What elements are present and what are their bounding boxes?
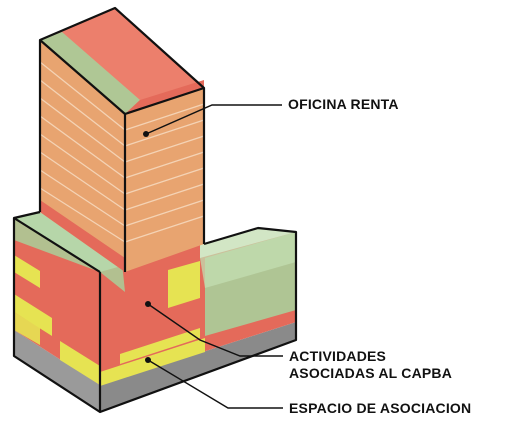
building-outline <box>12 6 298 414</box>
tower-left-lower-red <box>40 200 125 272</box>
label-activities: ACTIVIDADES ASOCIADAS AL CAPBA <box>289 348 452 382</box>
leader-activities-dot <box>145 301 151 307</box>
activities-band-front-1 <box>168 261 200 308</box>
tower-floor-lines <box>39 61 205 243</box>
leader-association <box>147 359 283 409</box>
activities-band-left-1 <box>14 255 40 288</box>
leader-association-dot <box>145 357 151 363</box>
label-activities-line1: ACTIVIDADES <box>289 348 387 364</box>
ground-floor-front-face <box>100 322 296 412</box>
leader-activities <box>147 303 283 357</box>
label-office: OFICINA RENTA <box>288 96 399 113</box>
label-association-text: ESPACIO DE ASOCIACION <box>289 400 472 416</box>
leader-office-dot <box>143 131 149 137</box>
label-office-text: OFICINA RENTA <box>288 96 399 112</box>
leader-lines <box>145 104 283 409</box>
tower-front-face <box>125 88 204 272</box>
ground-floor-left-face <box>14 330 100 412</box>
activities-band-left-3 <box>60 341 100 385</box>
tower-left-face <box>40 40 125 272</box>
tower-top <box>40 8 204 114</box>
glass-volume-top <box>200 228 296 288</box>
tower-crown-front <box>125 80 204 114</box>
activities-band-front-3 <box>120 328 200 364</box>
label-activities-line2: ASOCIADAS AL CAPBA <box>289 365 453 381</box>
activities-band-left-4 <box>14 312 40 345</box>
leader-office <box>145 104 282 135</box>
activities-band-left-2 <box>14 294 52 336</box>
tower-top-glass-notch <box>40 32 140 114</box>
label-association: ESPACIO DE ASOCIACION <box>289 400 471 417</box>
